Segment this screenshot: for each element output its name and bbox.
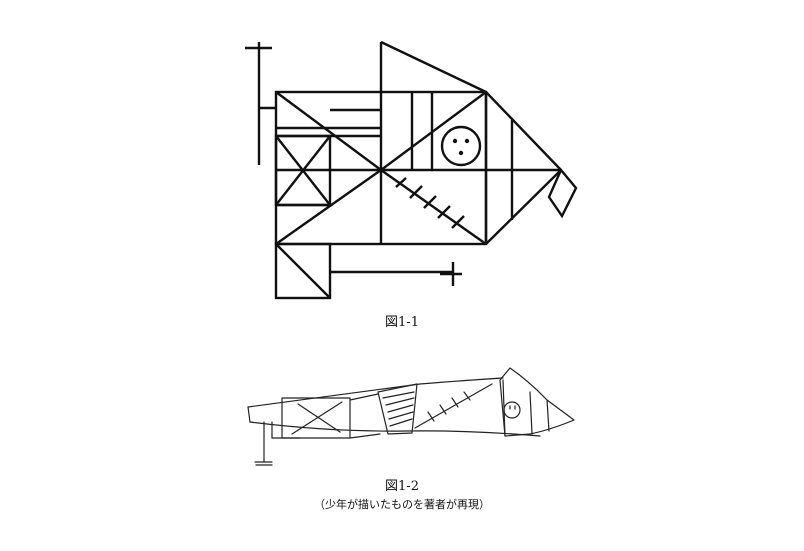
figure-1-2-caption: 図1-2 [385, 479, 419, 494]
figure-1-1-caption: 図1-1 [385, 315, 419, 330]
figure-1-2-note: （少年が描いたものを著者が再現） [314, 498, 490, 511]
